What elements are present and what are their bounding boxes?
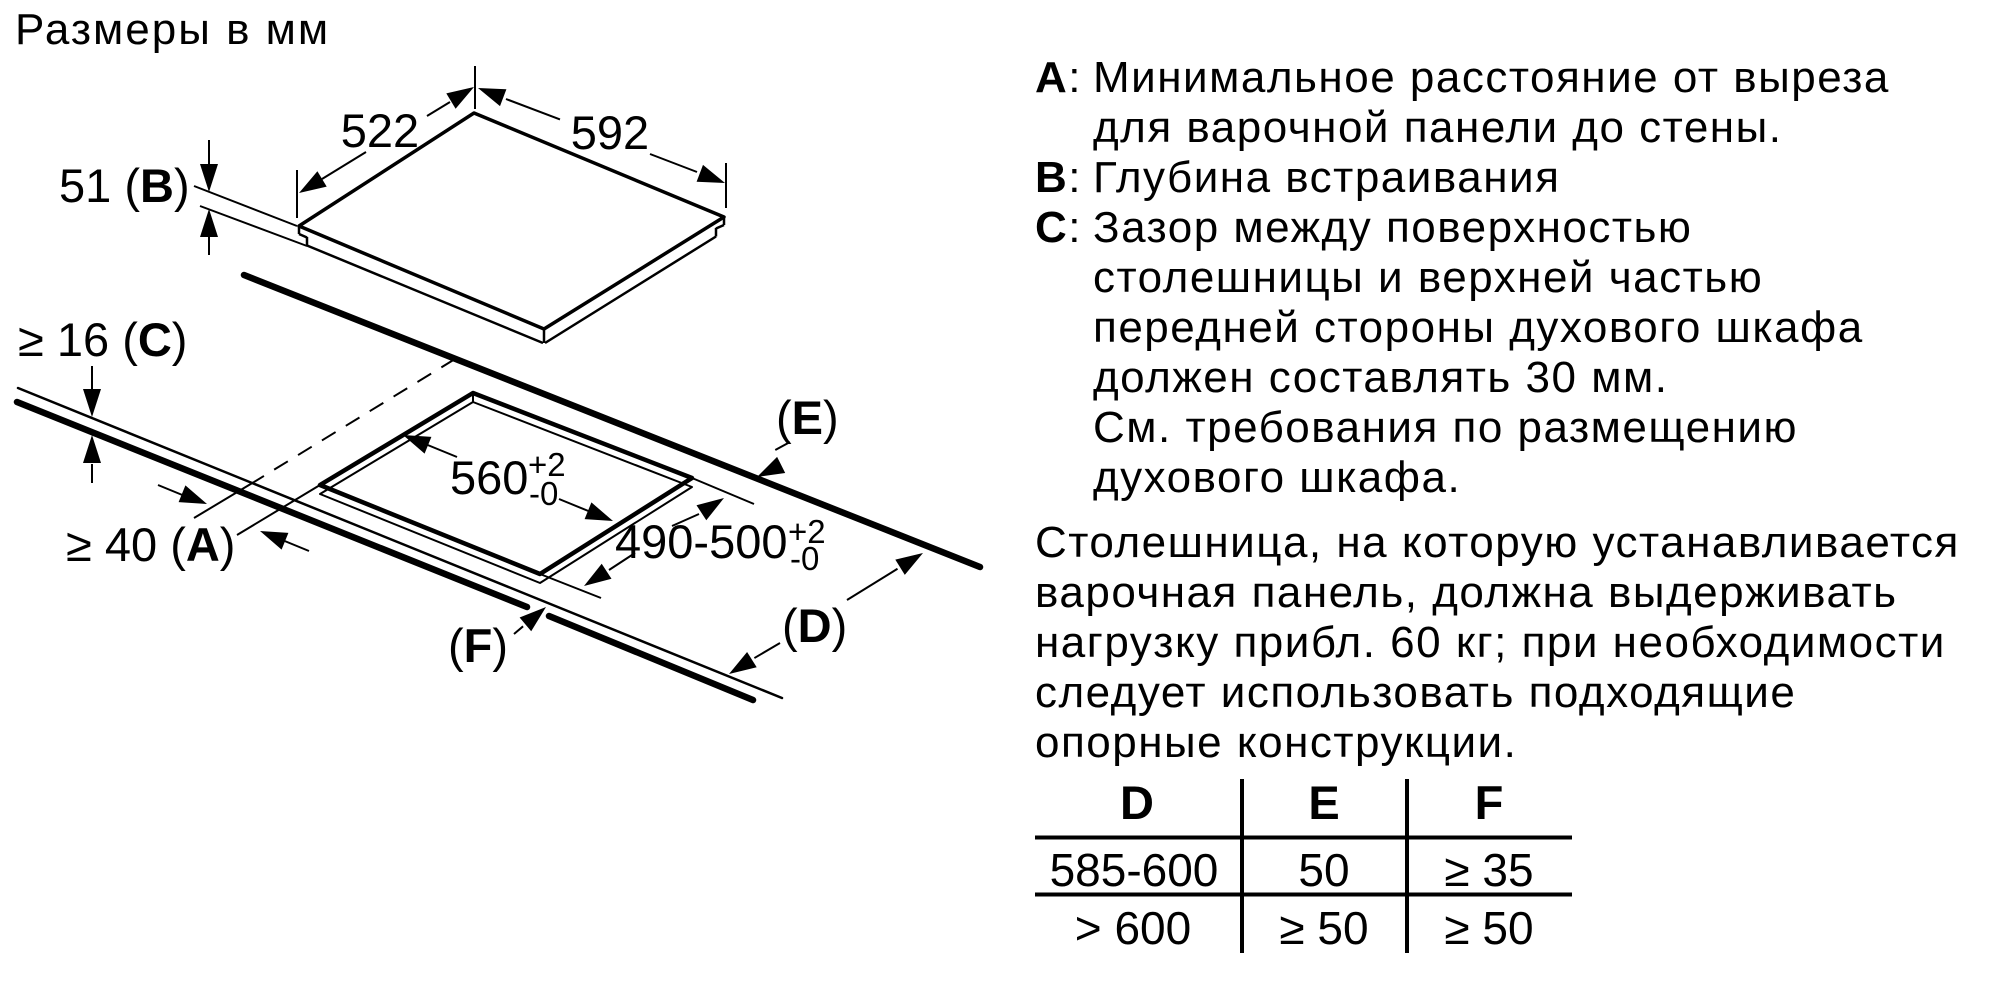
svg-text:В:: В:	[1035, 153, 1082, 202]
svg-text:≥ 40 (A): ≥ 40 (A)	[66, 518, 235, 571]
svg-text:≥ 35: ≥ 35	[1444, 844, 1533, 896]
svg-text:D: D	[1120, 776, 1154, 829]
svg-text:490-500: 490-500	[615, 515, 788, 568]
svg-text:опорные конструкции.: опорные конструкции.	[1035, 718, 1517, 767]
svg-text:≥ 50: ≥ 50	[1444, 902, 1533, 954]
svg-text:передней стороны духового шкаф: передней стороны духового шкафа	[1093, 303, 1864, 352]
svg-text:следует использовать подходящи: следует использовать подходящие	[1035, 668, 1796, 717]
svg-text:522: 522	[341, 104, 419, 157]
svg-text:592: 592	[571, 106, 649, 159]
svg-text:≥ 50: ≥ 50	[1279, 902, 1368, 954]
svg-text:А:: А:	[1035, 53, 1082, 102]
svg-text:Глубина встраивания: Глубина встраивания	[1093, 153, 1560, 202]
svg-text:+2: +2	[788, 513, 826, 550]
svg-text:≥ 16 (C): ≥ 16 (C)	[18, 313, 187, 366]
svg-text:(F): (F)	[448, 619, 508, 672]
svg-text:+2: +2	[528, 446, 566, 483]
svg-text:Размеры в мм: Размеры в мм	[15, 5, 330, 54]
svg-text:> 600: > 600	[1075, 902, 1191, 954]
svg-text:F: F	[1475, 776, 1504, 829]
svg-text:С:: С:	[1035, 203, 1082, 252]
svg-text:Зазор между поверхностью: Зазор между поверхностью	[1093, 203, 1692, 252]
svg-text:духового шкафа.: духового шкафа.	[1093, 453, 1461, 502]
svg-text:585-600: 585-600	[1050, 844, 1219, 896]
svg-text:E: E	[1308, 776, 1339, 829]
svg-text:(E): (E)	[776, 391, 839, 444]
svg-text:Столешница, на которую устанав: Столешница, на которую устанавливается	[1035, 518, 1960, 567]
svg-text:51 (B): 51 (B)	[59, 159, 190, 212]
svg-text:(D): (D)	[782, 599, 847, 652]
svg-text:-0: -0	[529, 475, 558, 512]
svg-text:50: 50	[1298, 844, 1349, 896]
svg-text:См. требования по размещению: См. требования по размещению	[1093, 403, 1798, 452]
svg-text:нагрузку прибл. 60 кг; при нео: нагрузку прибл. 60 кг; при необходимости	[1035, 618, 1946, 667]
svg-text:для варочной панели до стены.: для варочной панели до стены.	[1093, 103, 1782, 152]
svg-text:Минимальное расстояние от выре: Минимальное расстояние от выреза	[1093, 53, 1890, 102]
svg-text:должен составлять 30 мм.: должен составлять 30 мм.	[1093, 353, 1668, 402]
svg-text:-0: -0	[790, 540, 819, 577]
svg-text:560: 560	[450, 451, 528, 504]
svg-text:варочная панель, должна выдерж: варочная панель, должна выдерживать	[1035, 568, 1898, 617]
svg-text:столешницы и верхней частью: столешницы и верхней частью	[1093, 253, 1763, 302]
